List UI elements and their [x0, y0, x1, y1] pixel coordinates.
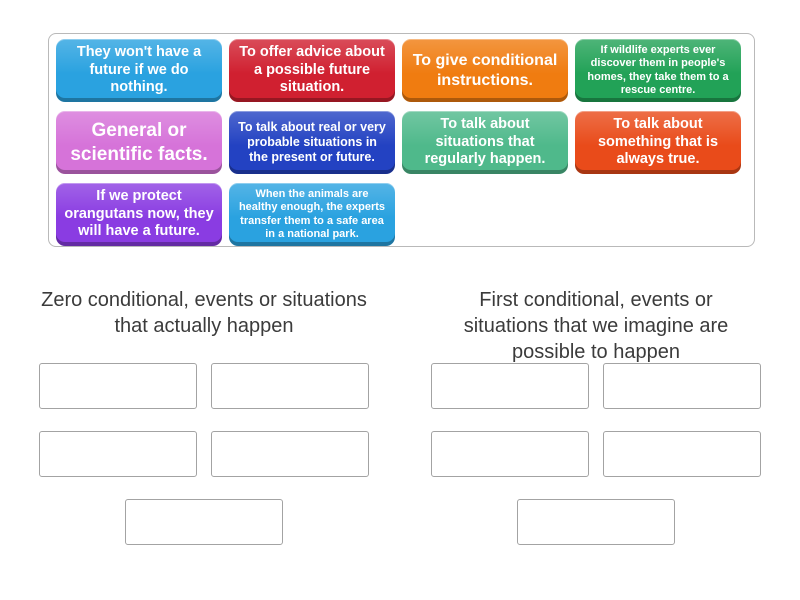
word-tile[interactable]: When the animals are healthy enough, the… [229, 183, 395, 246]
drop-slot[interactable] [39, 431, 197, 477]
word-tile[interactable]: To talk about situations that regularly … [402, 111, 568, 174]
drop-slot[interactable] [39, 363, 197, 409]
slot-grid [38, 363, 370, 545]
word-tile[interactable]: To talk about something that is always t… [575, 111, 741, 174]
drop-slot[interactable] [603, 363, 761, 409]
drop-slot[interactable] [517, 499, 675, 545]
word-tile[interactable]: To give conditional instructions. [402, 39, 568, 102]
word-tile[interactable]: If wildlife experts ever discover them i… [575, 39, 741, 102]
drop-slot[interactable] [431, 431, 589, 477]
drop-slot[interactable] [211, 363, 369, 409]
category-groups: Zero conditional, events or situations t… [0, 287, 800, 545]
word-tile[interactable]: To offer advice about a possible future … [229, 39, 395, 102]
word-tile[interactable]: If we protect orangutans now, they will … [56, 183, 222, 246]
word-tile[interactable]: To talk about real or very probable situ… [229, 111, 395, 174]
category-title: Zero conditional, events or situations t… [41, 289, 367, 337]
word-tile[interactable]: They won't have a future if we do nothin… [56, 39, 222, 102]
category-group-zero-conditional: Zero conditional, events or situations t… [38, 287, 370, 545]
answer-tray: They won't have a future if we do nothin… [48, 33, 755, 247]
drop-slot[interactable] [211, 431, 369, 477]
drop-slot[interactable] [431, 363, 589, 409]
category-title: First conditional, events or situations … [463, 289, 729, 363]
category-group-first-conditional: First conditional, events or situations … [430, 287, 762, 545]
drop-slot[interactable] [125, 499, 283, 545]
slot-grid [430, 363, 762, 545]
word-tile[interactable]: General or scientific facts. [56, 111, 222, 174]
drop-slot[interactable] [603, 431, 761, 477]
